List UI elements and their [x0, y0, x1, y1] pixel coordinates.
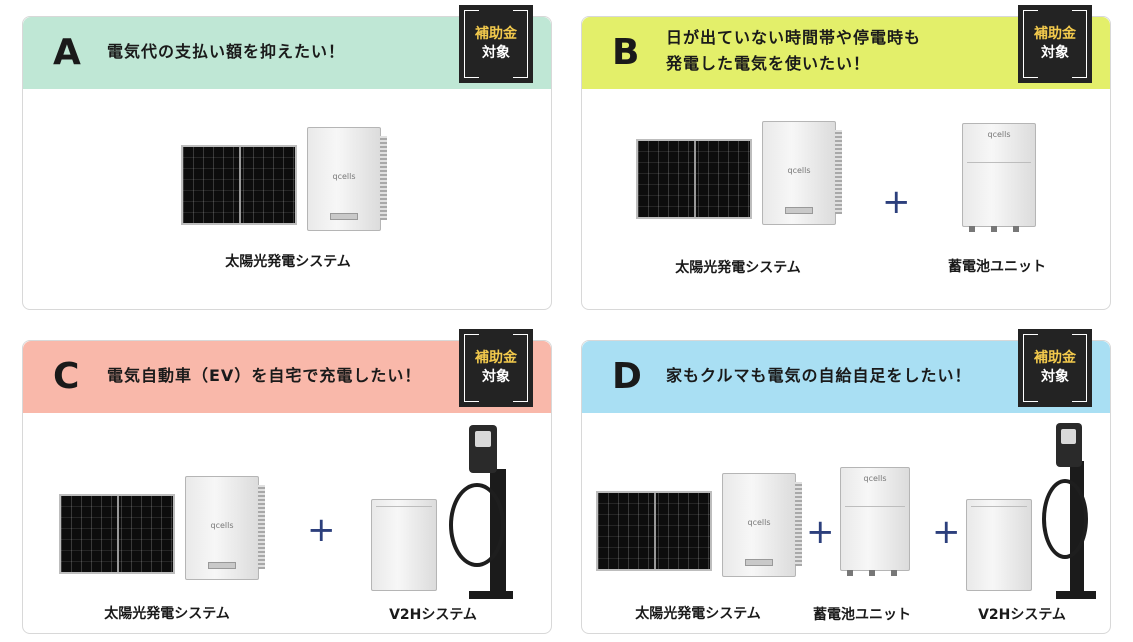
product-logo: qcells: [210, 521, 234, 530]
badge-frame: [1023, 9, 1087, 79]
plan-card-b: B 日が出ていない時間帯や停電時も 発電した電気を使いたい！ 補助金 対象 qc…: [581, 5, 1111, 310]
plan-title-line: 日が出ていない時間帯や停電時も: [666, 28, 922, 47]
v2h-unit-image: [966, 499, 1032, 591]
plus-icon: +: [806, 512, 835, 552]
charger-base-image: [469, 591, 513, 599]
power-conditioner-image: qcells: [185, 476, 265, 580]
v2h-charger-head-image: [469, 425, 497, 473]
solar-panel-image: [181, 145, 297, 225]
badge-frame: [1023, 333, 1087, 403]
badge-target-label: 対象: [482, 45, 510, 61]
solar-panel-image: [59, 494, 175, 574]
plan-card-a: A 電気代の支払い額を抑えたい！ 補助金 対象 qcells 太陽光発電システム: [22, 5, 552, 310]
plan-letter: B: [612, 32, 640, 73]
v2h-charger-head-image: [1056, 423, 1082, 467]
item-label: 太陽光発電システム: [675, 260, 801, 276]
plan-title-line: 電気代の支払い額を抑えたい！: [107, 42, 346, 61]
badge-subsidy-label: 補助金: [1034, 26, 1076, 42]
plan-title-line: 電気自動車（EV）を自宅で充電したい！: [107, 366, 422, 385]
product-logo: qcells: [987, 130, 1011, 139]
charging-cable-image: [449, 483, 505, 567]
badge-frame: [464, 333, 528, 403]
item-label: 蓄電池ユニット: [948, 259, 1046, 275]
plan-title: 電気代の支払い額を抑えたい！: [107, 39, 345, 65]
charging-cable-image: [1042, 479, 1088, 559]
power-conditioner-image: qcells: [762, 121, 842, 225]
plan-card-d: D 家もクルマも電気の自給自足をしたい！ 補助金 対象 qcells + qce…: [581, 329, 1111, 634]
badge-target-label: 対象: [482, 369, 510, 385]
badge-target-label: 対象: [1041, 369, 1069, 385]
plan-title-line: 家もクルマも電気の自給自足をしたい！: [666, 366, 972, 385]
product-logo: qcells: [332, 172, 356, 181]
charger-base-image: [1056, 591, 1096, 599]
product-logo: qcells: [863, 474, 887, 483]
plan-letter: D: [612, 356, 642, 397]
item-label: 蓄電池ユニット: [813, 607, 911, 623]
product-logo: qcells: [747, 518, 771, 527]
plan-title-line: 発電した電気を使いたい！: [666, 54, 871, 73]
battery-unit-image: qcells: [962, 123, 1036, 232]
item-label: V2Hシステム: [978, 607, 1066, 623]
plan-title: 家もクルマも電気の自給自足をしたい！: [666, 363, 972, 389]
plan-letter: C: [53, 356, 80, 397]
item-label: 太陽光発電システム: [635, 606, 761, 622]
battery-unit-image: qcells: [840, 467, 910, 576]
plus-icon: +: [932, 512, 961, 552]
plan-card-c: C 電気自動車（EV）を自宅で充電したい！ 補助金 対象 qcells + 太陽…: [22, 329, 552, 634]
badge-subsidy-label: 補助金: [475, 26, 517, 42]
solar-panel-image: [596, 491, 712, 571]
badge-frame: [464, 9, 528, 79]
product-logo: qcells: [787, 166, 811, 175]
power-conditioner-image: qcells: [307, 127, 387, 231]
solar-panel-image: [636, 139, 752, 219]
subsidy-badge: 補助金 対象: [459, 329, 533, 407]
badge-subsidy-label: 補助金: [1034, 350, 1076, 366]
plan-letter: A: [53, 32, 81, 73]
plan-title: 電気自動車（EV）を自宅で充電したい！: [107, 363, 421, 389]
item-label: 太陽光発電システム: [225, 254, 351, 270]
subsidy-badge: 補助金 対象: [459, 5, 533, 83]
item-label: 太陽光発電システム: [104, 606, 230, 622]
plan-title: 日が出ていない時間帯や停電時も 発電した電気を使いたい！: [666, 25, 921, 77]
plus-icon: +: [307, 510, 336, 550]
badge-target-label: 対象: [1041, 45, 1069, 61]
subsidy-badge: 補助金 対象: [1018, 329, 1092, 407]
badge-subsidy-label: 補助金: [475, 350, 517, 366]
power-conditioner-image: qcells: [722, 473, 802, 577]
plus-icon: +: [882, 182, 911, 222]
v2h-unit-image: [371, 499, 437, 591]
item-label: V2Hシステム: [389, 607, 477, 623]
subsidy-badge: 補助金 対象: [1018, 5, 1092, 83]
